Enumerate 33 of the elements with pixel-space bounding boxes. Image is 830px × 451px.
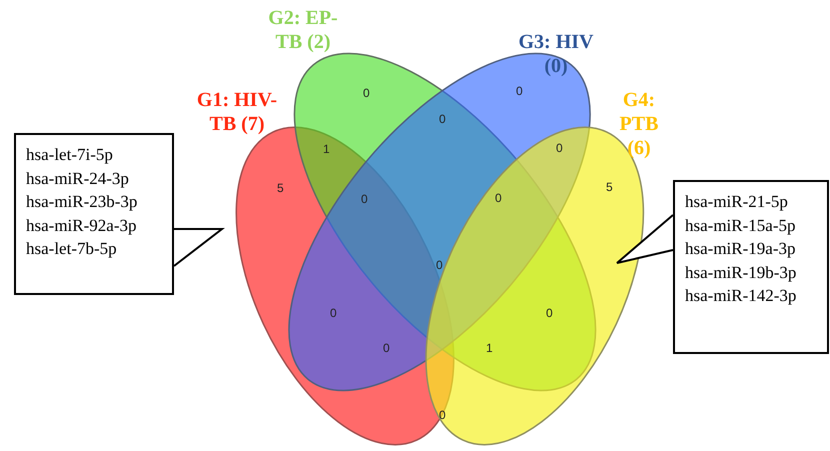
mirna-name: hsa-miR-19a-3p [685,238,796,260]
mirna-name: hsa-let-7b-5p [26,238,118,260]
region-count: 5 [606,180,613,194]
region-count: 0 [363,86,370,100]
callout-box [673,180,829,354]
region-count: 0 [556,141,563,155]
callout-pointer [616,214,674,264]
mirna-name: hsa-miR-23b-3p [26,191,138,213]
region-count: 5 [277,181,284,195]
mirna-name: hsa-miR-24-3p [26,168,130,190]
mirna-name: hsa-let-7i-5p [26,144,114,166]
mirna-name: hsa-miR-19b-3p [685,262,798,284]
mirna-name: hsa-miR-15a-5p [685,214,796,237]
region-count: 0 [516,84,523,98]
region-count: 0 [361,192,368,206]
set-title: G1: HIV-TB (7) [196,88,278,136]
region-count: 0 [546,306,553,320]
callout-pointer [173,228,225,267]
region-count: 0 [495,191,502,205]
mirna-name: hsa-miR-92a-3p [26,214,138,237]
region-count: 0 [439,112,446,126]
mirna-name: hsa-miR-21-5p [685,191,789,213]
callout-box [14,133,174,295]
region-count: 1 [486,341,493,355]
set-title: G3: HIV (0) [517,30,594,78]
region-count: 0 [436,258,443,272]
set-title: G2: EP-TB (2) [267,6,339,54]
mirna-name: hsa-miR-142-3p [685,285,798,307]
set-title: G4: PTB (6) [618,88,660,160]
region-count: 0 [330,306,337,320]
region-count: 0 [383,341,390,355]
region-count: 1 [323,142,330,156]
region-count: 0 [439,408,446,422]
